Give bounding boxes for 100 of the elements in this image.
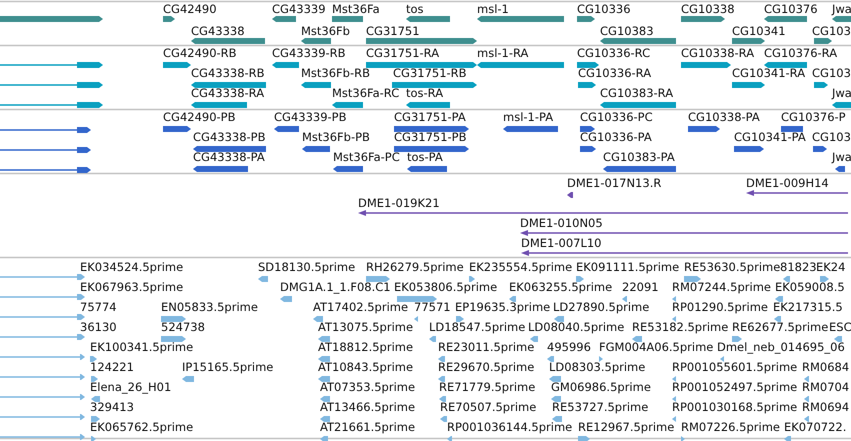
feature-label: CG42490: [163, 3, 217, 15]
feature-label: LD18547.5prime: [429, 321, 526, 333]
feature-label: Mst36Fb: [301, 25, 350, 37]
feature-label: CG31751-RA: [366, 47, 440, 59]
feature-label: EK091111.5prime: [576, 261, 680, 273]
feature-label: 329413: [90, 401, 134, 413]
feature-label: CG103: [812, 131, 851, 143]
feature-label: CG10376: [764, 3, 818, 15]
feature-label: AT07353.5prime: [320, 381, 416, 393]
feature-label: CG43338-RA: [191, 87, 264, 99]
feature-label: CG43338-PA: [193, 151, 265, 163]
feature-label: Jwa: [832, 3, 851, 15]
feature-label: CG43338: [191, 25, 245, 37]
feature-label: LD27890.5prime: [553, 301, 650, 313]
feature-label: EK100341.5prime: [90, 341, 194, 353]
feature-label: CG10336-PC: [580, 111, 653, 123]
feature-label: FGM004A06.5prime: [599, 341, 714, 353]
feature-label: CG10341: [732, 25, 786, 37]
feature-label: CG42490-RB: [163, 47, 237, 59]
feature-label: ESC: [829, 321, 851, 333]
feature-label: AT21661.5prime: [320, 421, 416, 433]
feature-label: EK24: [816, 261, 846, 273]
feature-label: Mst36Fb-RB: [301, 67, 370, 79]
feature-label: Elena_26_H01: [90, 381, 172, 393]
feature-label: CG10341-PA: [734, 131, 806, 143]
feature-label: RE62677.5prime: [732, 321, 828, 333]
feature-label: RH26279.5prime: [366, 261, 464, 273]
feature-label: SD18130.5prime: [258, 261, 356, 273]
feature-label: Mst36Fa: [332, 3, 380, 15]
feature-label: DME1-019K21: [358, 197, 440, 209]
feature-label: EP19635.3prime: [455, 301, 550, 313]
feature-label: CG10338-PA: [688, 111, 760, 123]
feature-label: RM0684: [802, 361, 850, 373]
feature-label: CG10336-RA: [578, 67, 652, 79]
feature-label: EK059008.5: [775, 281, 845, 293]
feature-label: CG10383: [600, 25, 654, 37]
feature-label: RM07244.5prime: [672, 281, 771, 293]
feature-label: Dmel_neb_014695_06: [717, 341, 845, 353]
feature-label: msl-1-PA: [503, 111, 554, 123]
feature-label: DME1-010N05: [520, 217, 603, 229]
feature-label: AT18812.5prime: [318, 341, 414, 353]
feature-label: CG10383-RA: [600, 87, 674, 99]
feature-label: RE12967.5prime: [578, 421, 674, 433]
feature-label: tos-RA: [406, 87, 444, 99]
feature-label: LD08040.5prime: [528, 321, 624, 333]
feature-label: DME1-017N13.R: [567, 177, 662, 189]
feature-label: RP001036144.5prime: [447, 421, 572, 433]
feature-label: LD08303.5prime: [549, 361, 646, 373]
feature-label: CG10336-RC: [577, 47, 650, 59]
feature-label: RM0704: [802, 381, 850, 393]
feature-label: RE53727.5prime: [552, 401, 648, 413]
feature-label: RE29670.5prime: [438, 361, 534, 373]
feature-label: AT10843.5prime: [318, 361, 414, 373]
feature-label: RP001055601.5prime: [672, 361, 798, 373]
feature-label: RP01290.5prime: [672, 301, 768, 313]
feature-label: CG43338-RB: [191, 67, 265, 79]
feature-label: GM06986.5prime: [551, 381, 651, 393]
feature-label: EK053806.5prime: [394, 281, 498, 293]
feature-label: DMG1A.1_1.F08.C1: [280, 281, 391, 293]
feature-label: IP15165.5prime: [182, 361, 274, 373]
feature-label: CG10341-RA: [732, 67, 806, 79]
feature-label: AT17402.5prime: [313, 301, 408, 313]
feature-label: 495996: [547, 341, 591, 353]
feature-label: EN05833.5prime: [161, 301, 258, 313]
feature-label: AT13075.5prime: [318, 321, 414, 333]
feature-label: EK034524.5prime: [80, 261, 184, 273]
feature-label: AT13466.5prime: [320, 401, 416, 413]
feature-label: 36130: [80, 321, 117, 333]
feature-label: tos: [406, 3, 424, 15]
feature-label: CG10336: [577, 3, 631, 15]
feature-label: EK067963.5prime: [80, 281, 184, 293]
feature-label: CG31751-PA: [394, 111, 466, 123]
feature-label: RE53182.5prime: [632, 321, 728, 333]
feature-label: Jwa: [832, 87, 851, 99]
feature-label: CG43339-RB: [272, 47, 346, 59]
feature-label: CG103: [812, 25, 851, 37]
feature-label: Jwa: [832, 151, 851, 163]
feature-label: Mst36Fa-RC: [332, 87, 400, 99]
feature-label: EK070722.: [784, 421, 846, 433]
feature-label: CG43339-PB: [274, 111, 346, 123]
feature-label: CG10383-PA: [603, 151, 675, 163]
feature-label: Mst36Fb-PB: [302, 131, 370, 143]
feature-label: 81823: [780, 261, 817, 273]
feature-label: CG43338-PB: [193, 131, 266, 143]
feature-label: CG31751: [366, 25, 420, 37]
feature-label: RM07226.5prime: [681, 421, 780, 433]
feature-label: 524738: [161, 321, 205, 333]
feature-label: 22091: [622, 281, 659, 293]
feature-label: tos-PA: [407, 151, 443, 163]
feature-label: RP001052497.5prime: [672, 381, 798, 393]
feature-label: DME1-009H14: [746, 177, 829, 189]
feature-label: 77571: [414, 301, 451, 313]
feature-label: RE23011.5prime: [438, 341, 534, 353]
feature-label: CG31751-RB: [393, 67, 467, 79]
feature-label: RE71779.5prime: [439, 381, 536, 393]
feature-label: EK065762.5prime: [90, 421, 194, 433]
feature-label: CG10376-P: [781, 111, 846, 123]
feature-label: CG10338: [681, 3, 735, 15]
feature-label: CG103: [812, 67, 851, 79]
feature-label: DME1-007L10: [521, 237, 602, 249]
